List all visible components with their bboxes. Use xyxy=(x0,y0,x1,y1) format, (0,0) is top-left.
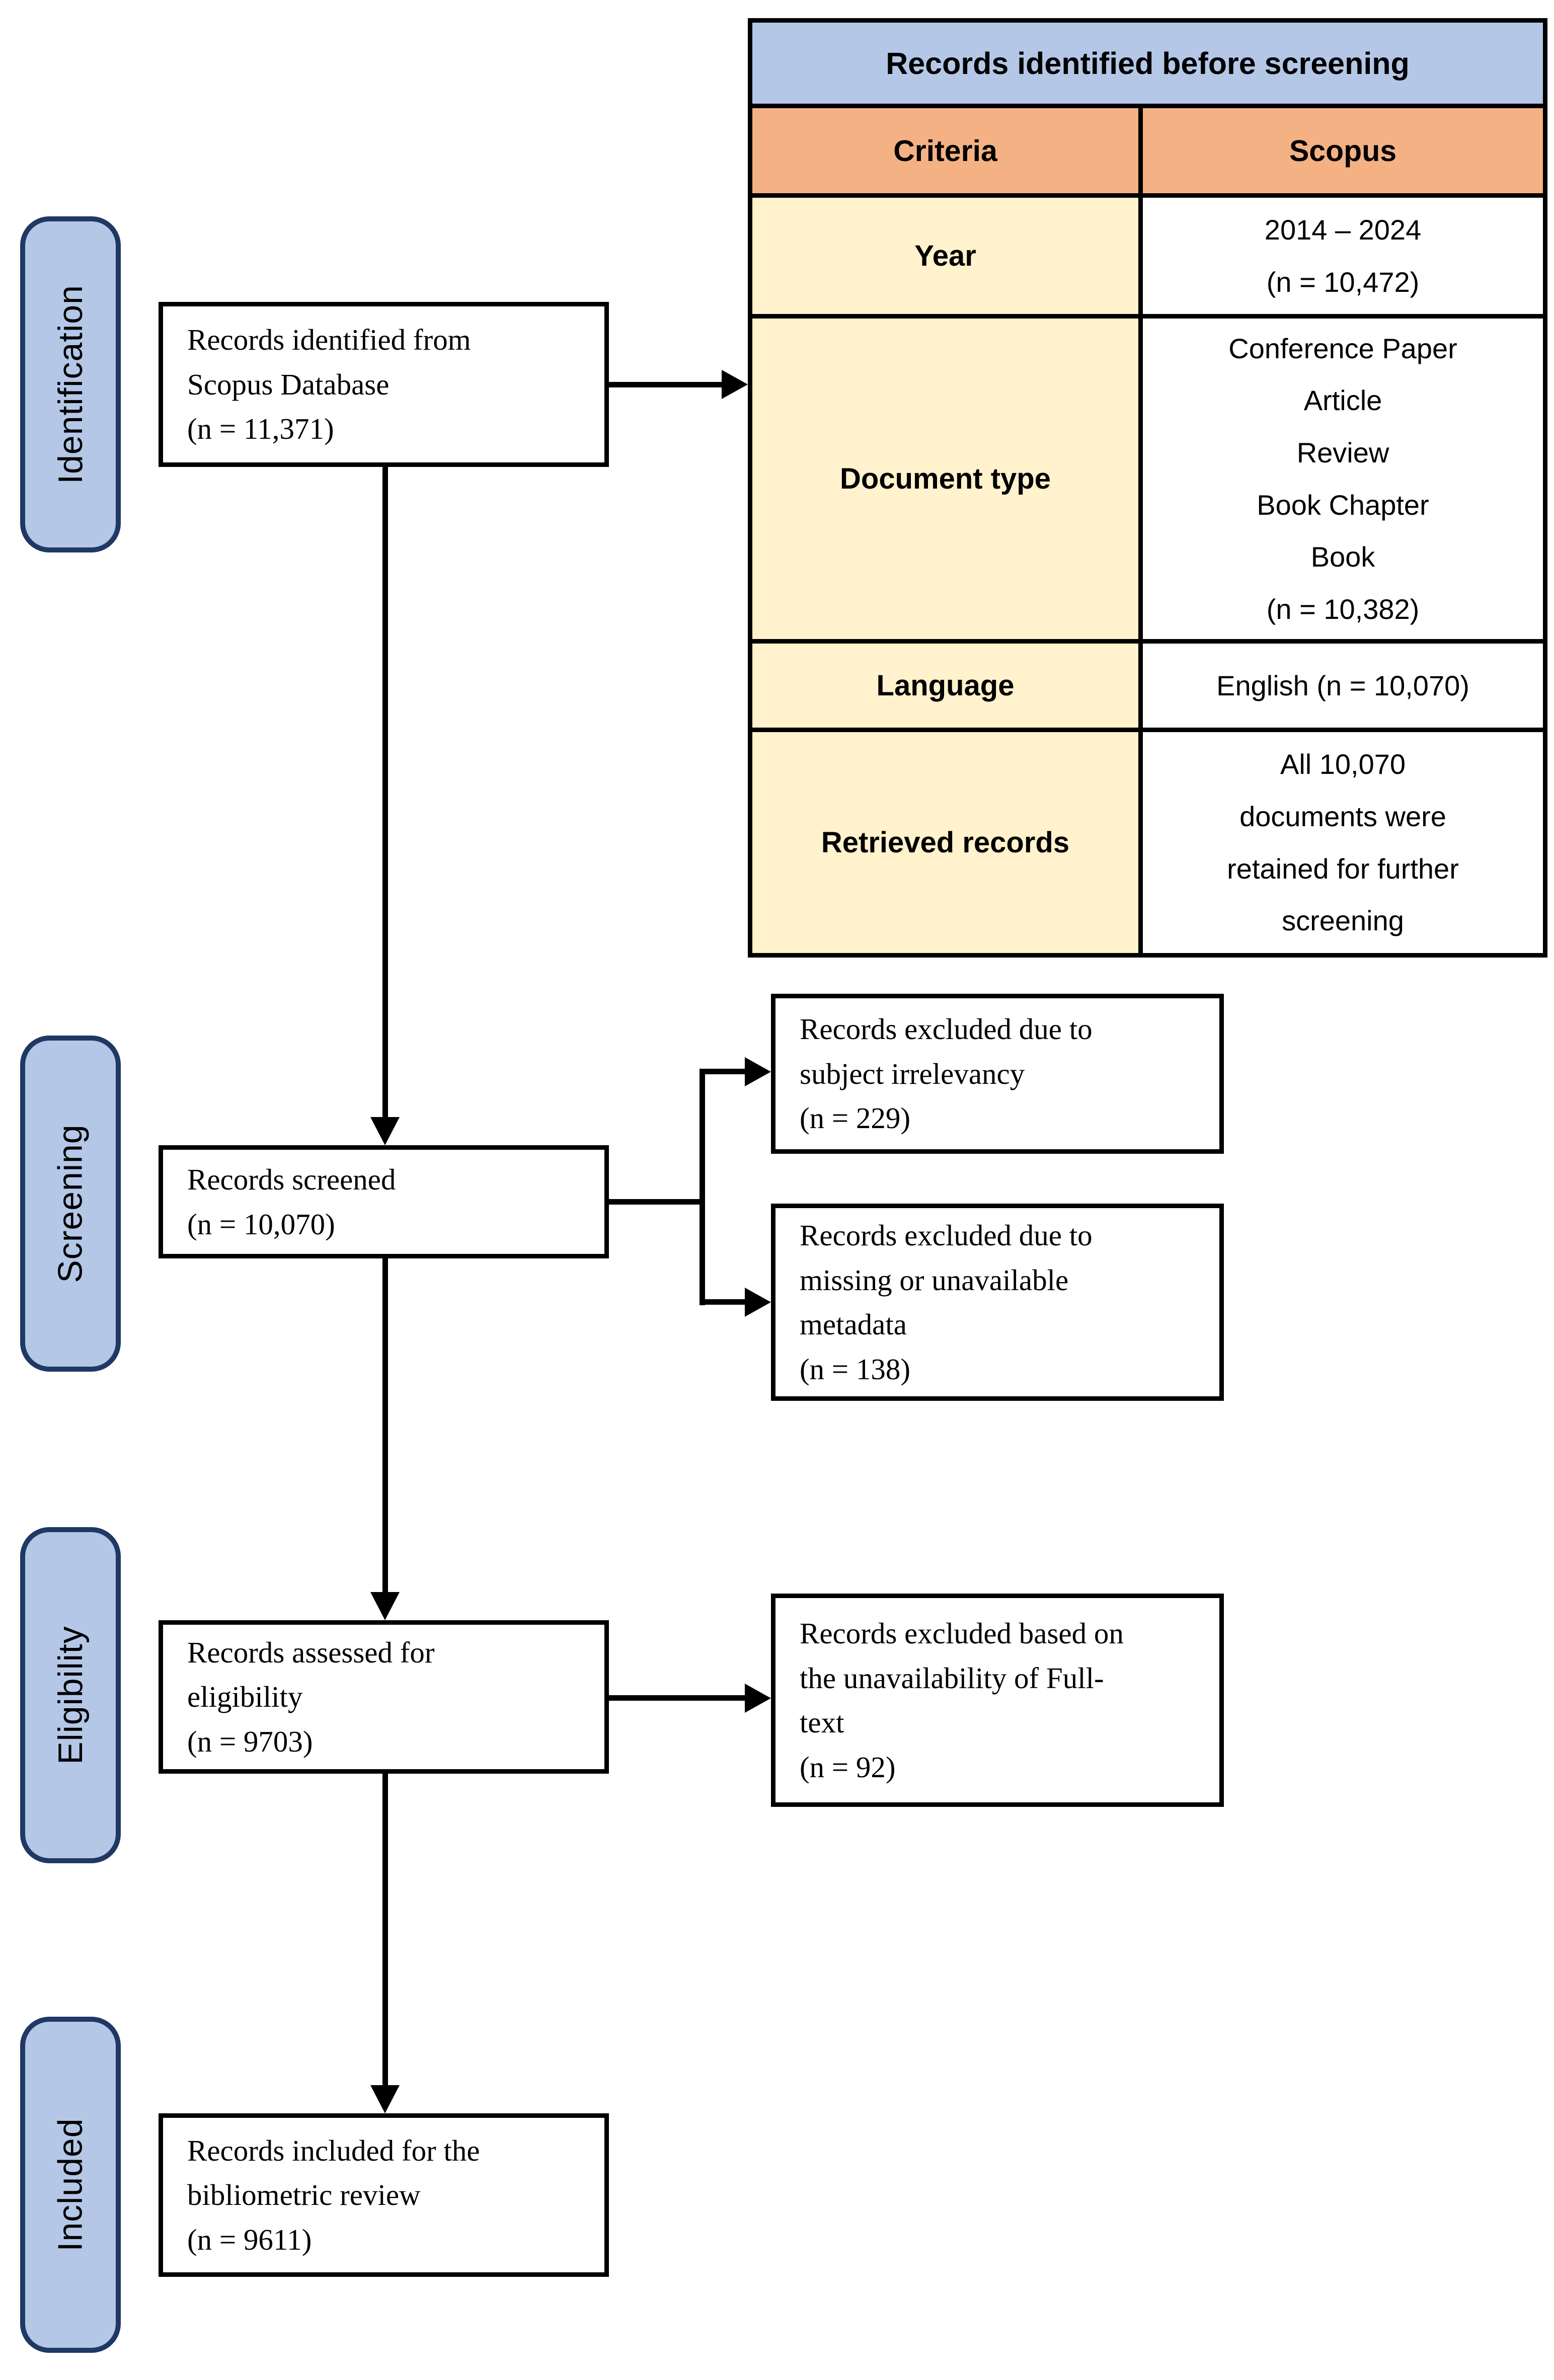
table-row-document-type: Document type Conference Paper Article R… xyxy=(748,314,1548,644)
connector-to-subject-line xyxy=(700,1069,746,1074)
table-row-language: Language English (n = 10,070) xyxy=(748,639,1548,732)
arrow-into-screened xyxy=(370,1117,400,1145)
stage-eligibility: Eligibility xyxy=(20,1527,121,1863)
row-document-type-value: Conference Paper Article Review Book Cha… xyxy=(1138,314,1548,644)
arrow-identified-to-table xyxy=(722,370,748,399)
arrow-into-fulltext-exclusion xyxy=(745,1684,771,1713)
stage-included-label: Included xyxy=(51,2118,90,2252)
connector-assessed-to-fulltext-line xyxy=(609,1695,746,1701)
connector-identified-to-table-line xyxy=(609,382,724,387)
box-records-screened: Records screened (n = 10,070) xyxy=(159,1145,609,1258)
connector-screened-split xyxy=(700,1069,705,1305)
box-excluded-missing-metadata: Records excluded due to missing or unava… xyxy=(771,1204,1224,1401)
stage-identification: Identification xyxy=(20,216,121,552)
arrow-into-metadata-exclusion xyxy=(745,1288,771,1317)
stage-screening: Screening xyxy=(20,1036,121,1372)
row-year-value: 2014 – 2024 (n = 10,472) xyxy=(1138,193,1548,319)
arrow-into-assessed xyxy=(370,1592,400,1620)
row-year-criteria: Year xyxy=(748,193,1143,319)
stage-identification-label: Identification xyxy=(51,285,90,484)
row-retrieved-records-value: All 10,070 documents were retained for f… xyxy=(1138,728,1548,958)
arrow-into-subject-exclusion xyxy=(745,1057,771,1086)
stage-screening-label: Screening xyxy=(51,1124,90,1283)
stage-eligibility-label: Eligibility xyxy=(51,1626,90,1765)
row-retrieved-records-criteria: Retrieved records xyxy=(748,728,1143,958)
connector-identified-to-screened-line xyxy=(382,467,388,1119)
box-records-assessed: Records assessed for eligibility (n = 97… xyxy=(159,1620,609,1774)
row-language-value: English (n = 10,070) xyxy=(1138,639,1548,732)
box-records-included: Records included for the bibliometric re… xyxy=(159,2113,609,2277)
connector-screened-stem xyxy=(609,1199,705,1205)
row-document-type-criteria: Document type xyxy=(748,314,1143,644)
column-header-scopus: Scopus xyxy=(1138,104,1548,198)
arrow-into-included xyxy=(370,2085,400,2113)
connector-screened-to-assessed-line xyxy=(382,1258,388,1592)
table-title: Records identified before screening xyxy=(747,18,1548,108)
box-excluded-subject-irrelevancy: Records excluded due to subject irreleva… xyxy=(771,994,1224,1154)
box-excluded-fulltext: Records excluded based on the unavailabi… xyxy=(771,1594,1224,1807)
criteria-table: Records identified before screening Crit… xyxy=(747,18,1548,958)
connector-to-metadata-line xyxy=(700,1299,746,1305)
connector-assessed-to-included-line xyxy=(382,1774,388,2086)
column-header-criteria: Criteria xyxy=(748,104,1143,198)
table-row-year: Year 2014 – 2024 (n = 10,472) xyxy=(748,193,1548,319)
row-language-criteria: Language xyxy=(748,639,1143,732)
table-row-retrieved-records: Retrieved records All 10,070 documents w… xyxy=(748,728,1548,958)
box-records-identified: Records identified from Scopus Database … xyxy=(159,302,609,467)
stage-included: Included xyxy=(20,2017,121,2353)
